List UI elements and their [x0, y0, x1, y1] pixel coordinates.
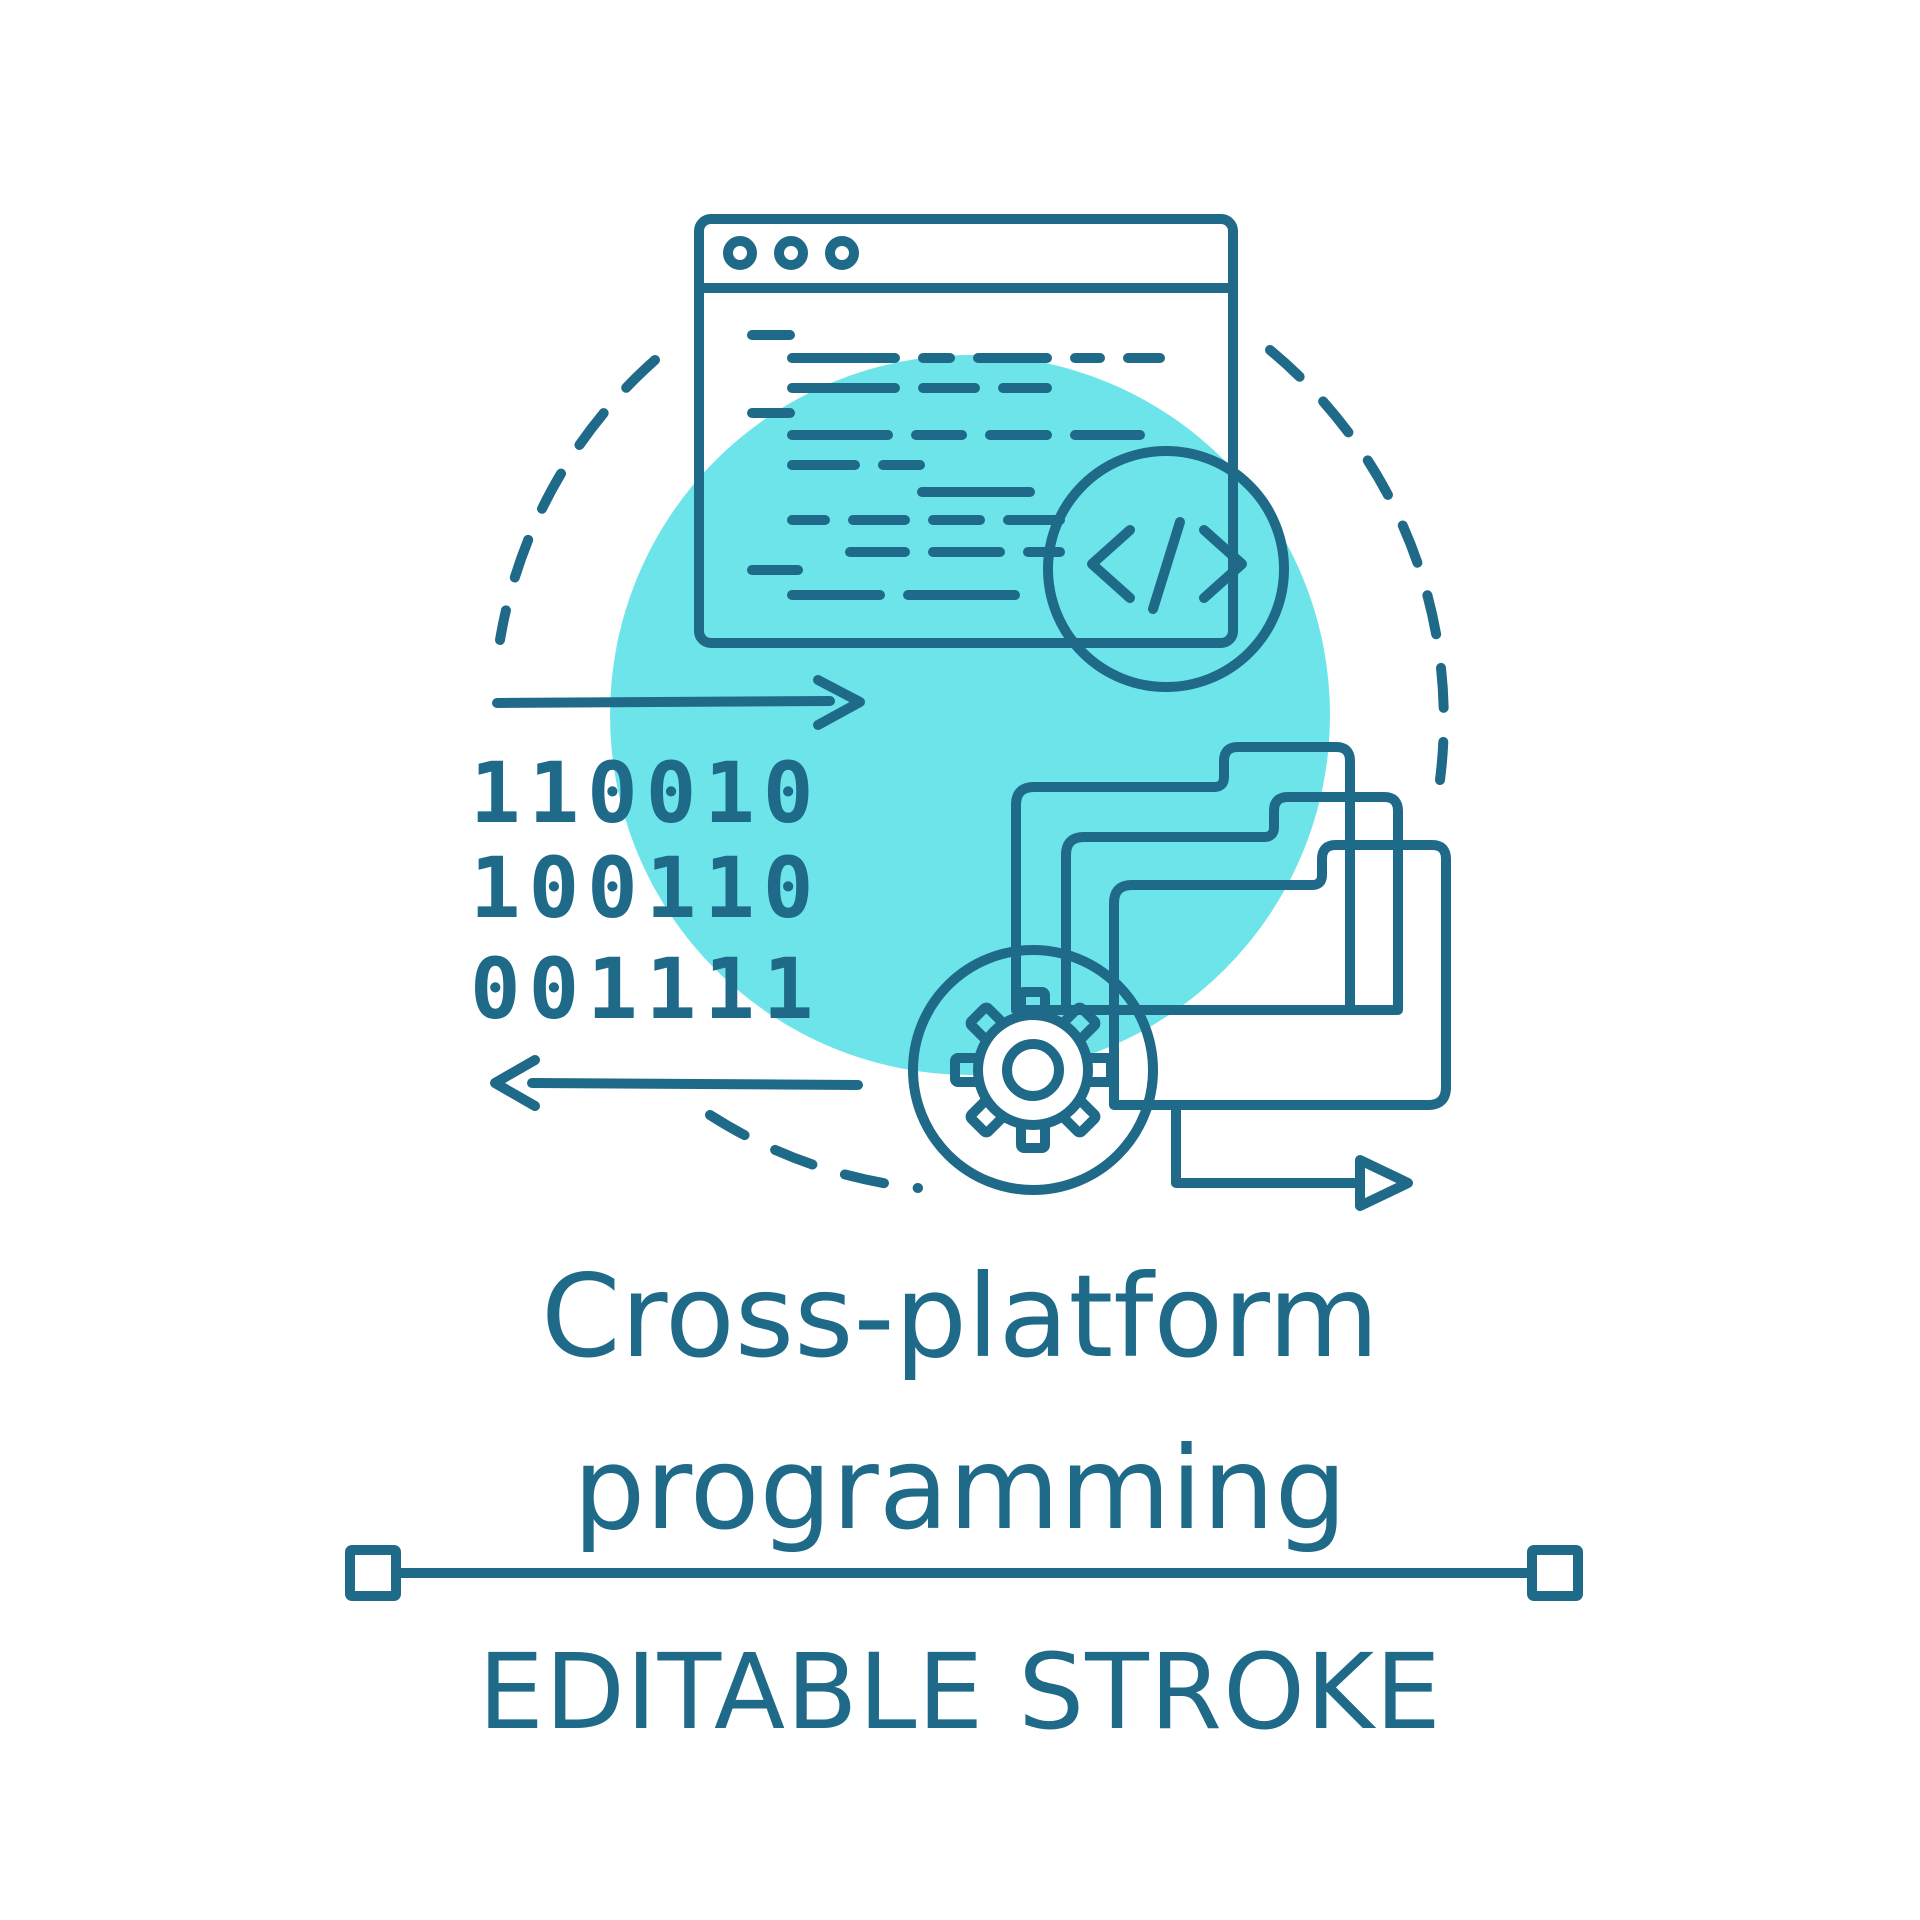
arrow-right-icon: [492, 675, 865, 730]
code-lines: [747, 330, 1165, 600]
editable-stroke-label: EDITABLE STROKE: [478, 1631, 1442, 1753]
window-dot-3: [825, 236, 859, 270]
folders-icon: [1011, 742, 1451, 1110]
editable-stroke-line-icon: [345, 1545, 1583, 1601]
code-brackets-icon: [1043, 446, 1289, 692]
line-handle-left: [345, 1545, 401, 1601]
code-window-icon: [694, 214, 1238, 648]
binary-row-1: 110010: [470, 744, 821, 842]
title-line-1: Cross-platform: [540, 1250, 1380, 1383]
window-dot-2: [774, 236, 808, 270]
binary-row-2: 100110: [470, 839, 821, 937]
line-handle-right: [1527, 1545, 1583, 1601]
gear-icon: [908, 945, 1158, 1195]
folder-output-arrow-icon: [1171, 1100, 1413, 1211]
accent-background-circle: [610, 355, 1330, 1075]
window-dot-1: [723, 236, 757, 270]
arrow-left-icon: [490, 1055, 863, 1111]
title-line-2: programming: [573, 1422, 1347, 1555]
binary-code-icon: 110010 100110 001111: [470, 744, 821, 1038]
dashed-cycle-icon: [495, 345, 1449, 1193]
binary-row-3: 001111: [470, 940, 821, 1038]
